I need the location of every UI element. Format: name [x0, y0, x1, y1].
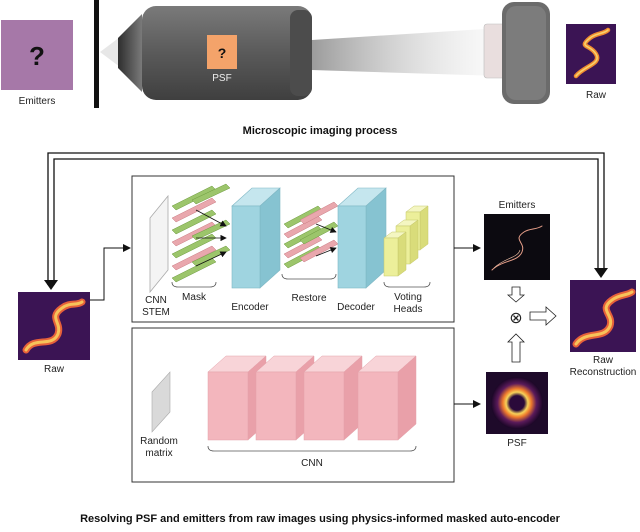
- voting-bracket: [383, 281, 431, 288]
- raw-label-top: Raw: [586, 90, 607, 101]
- light-beam: [312, 28, 500, 76]
- emitters-label: Emitters: [19, 96, 56, 107]
- imaging-caption: Microscopic imaging process: [243, 125, 398, 137]
- feedback-loop: [47, 152, 605, 285]
- cnn-bracket: [207, 445, 417, 452]
- cnn-block-3: [303, 355, 363, 441]
- random-matrix: [151, 371, 171, 433]
- decoder-label: Decoder: [337, 302, 375, 313]
- mask-to-encoder-arrows: [195, 209, 227, 267]
- multiply-symbol: ⊗: [509, 308, 522, 327]
- psf-output-image: [486, 372, 548, 434]
- raw-reconstruction-image: [570, 280, 636, 352]
- cnn-blocks: [207, 355, 417, 441]
- raw-label-input: Raw: [44, 364, 65, 375]
- raw-image-top: [566, 24, 616, 84]
- decoder-block: [337, 187, 387, 289]
- cnn-block-4: [357, 355, 417, 441]
- voting-label-2: Heads: [394, 304, 423, 315]
- cnn-stem-label-2: STEM: [142, 307, 170, 318]
- cnn-label: CNN: [301, 458, 323, 469]
- emitters-question-mark: ?: [29, 41, 45, 71]
- encoder-block: [231, 187, 281, 289]
- cnn-stem-label-1: CNN: [145, 295, 167, 306]
- figure-caption: Resolving PSF and emitters from raw imag…: [80, 513, 561, 525]
- restore-tokens: [283, 201, 339, 269]
- mask-tokens: [171, 183, 231, 283]
- psf-output-label: PSF: [507, 438, 526, 449]
- psf-label-top: PSF: [212, 73, 231, 84]
- emitters-box: [1, 20, 73, 90]
- camera-body-face: [506, 6, 546, 100]
- cnn-stem-block: [149, 194, 169, 294]
- psf-up-arrow: [507, 333, 525, 363]
- random-matrix-label-2: matrix: [145, 448, 172, 459]
- restore-bracket: [281, 273, 337, 280]
- random-matrix-label-1: Random: [140, 436, 178, 447]
- raw-to-network-arrow: [90, 244, 131, 301]
- psf-question-mark: ?: [218, 45, 227, 61]
- mask-bracket: [171, 281, 217, 288]
- psf-box: [207, 35, 237, 69]
- feedback-arrowhead-left: [44, 280, 58, 290]
- objective-lens-tip: [118, 14, 142, 92]
- mask-label: Mask: [182, 292, 207, 303]
- feedback-arrowhead-right: [594, 268, 608, 278]
- objective-collar: [290, 10, 312, 96]
- raw-recon-label-2: Reconstruction: [570, 367, 637, 378]
- raw-recon-label-1: Raw: [593, 355, 614, 366]
- restore-arrows: [315, 223, 337, 257]
- voting-heads: [383, 205, 429, 277]
- emitters-output-label: Emitters: [499, 200, 536, 211]
- raw-image-input: [18, 292, 90, 360]
- encoder-label: Encoder: [231, 302, 269, 313]
- voting-label-1: Voting: [394, 292, 422, 303]
- restore-label: Restore: [291, 293, 326, 304]
- coverslip-bar: [94, 0, 99, 108]
- emitters-down-arrow: [506, 286, 526, 303]
- emitters-output-image: [484, 214, 550, 280]
- multiply-to-recon-arrow: [529, 306, 557, 326]
